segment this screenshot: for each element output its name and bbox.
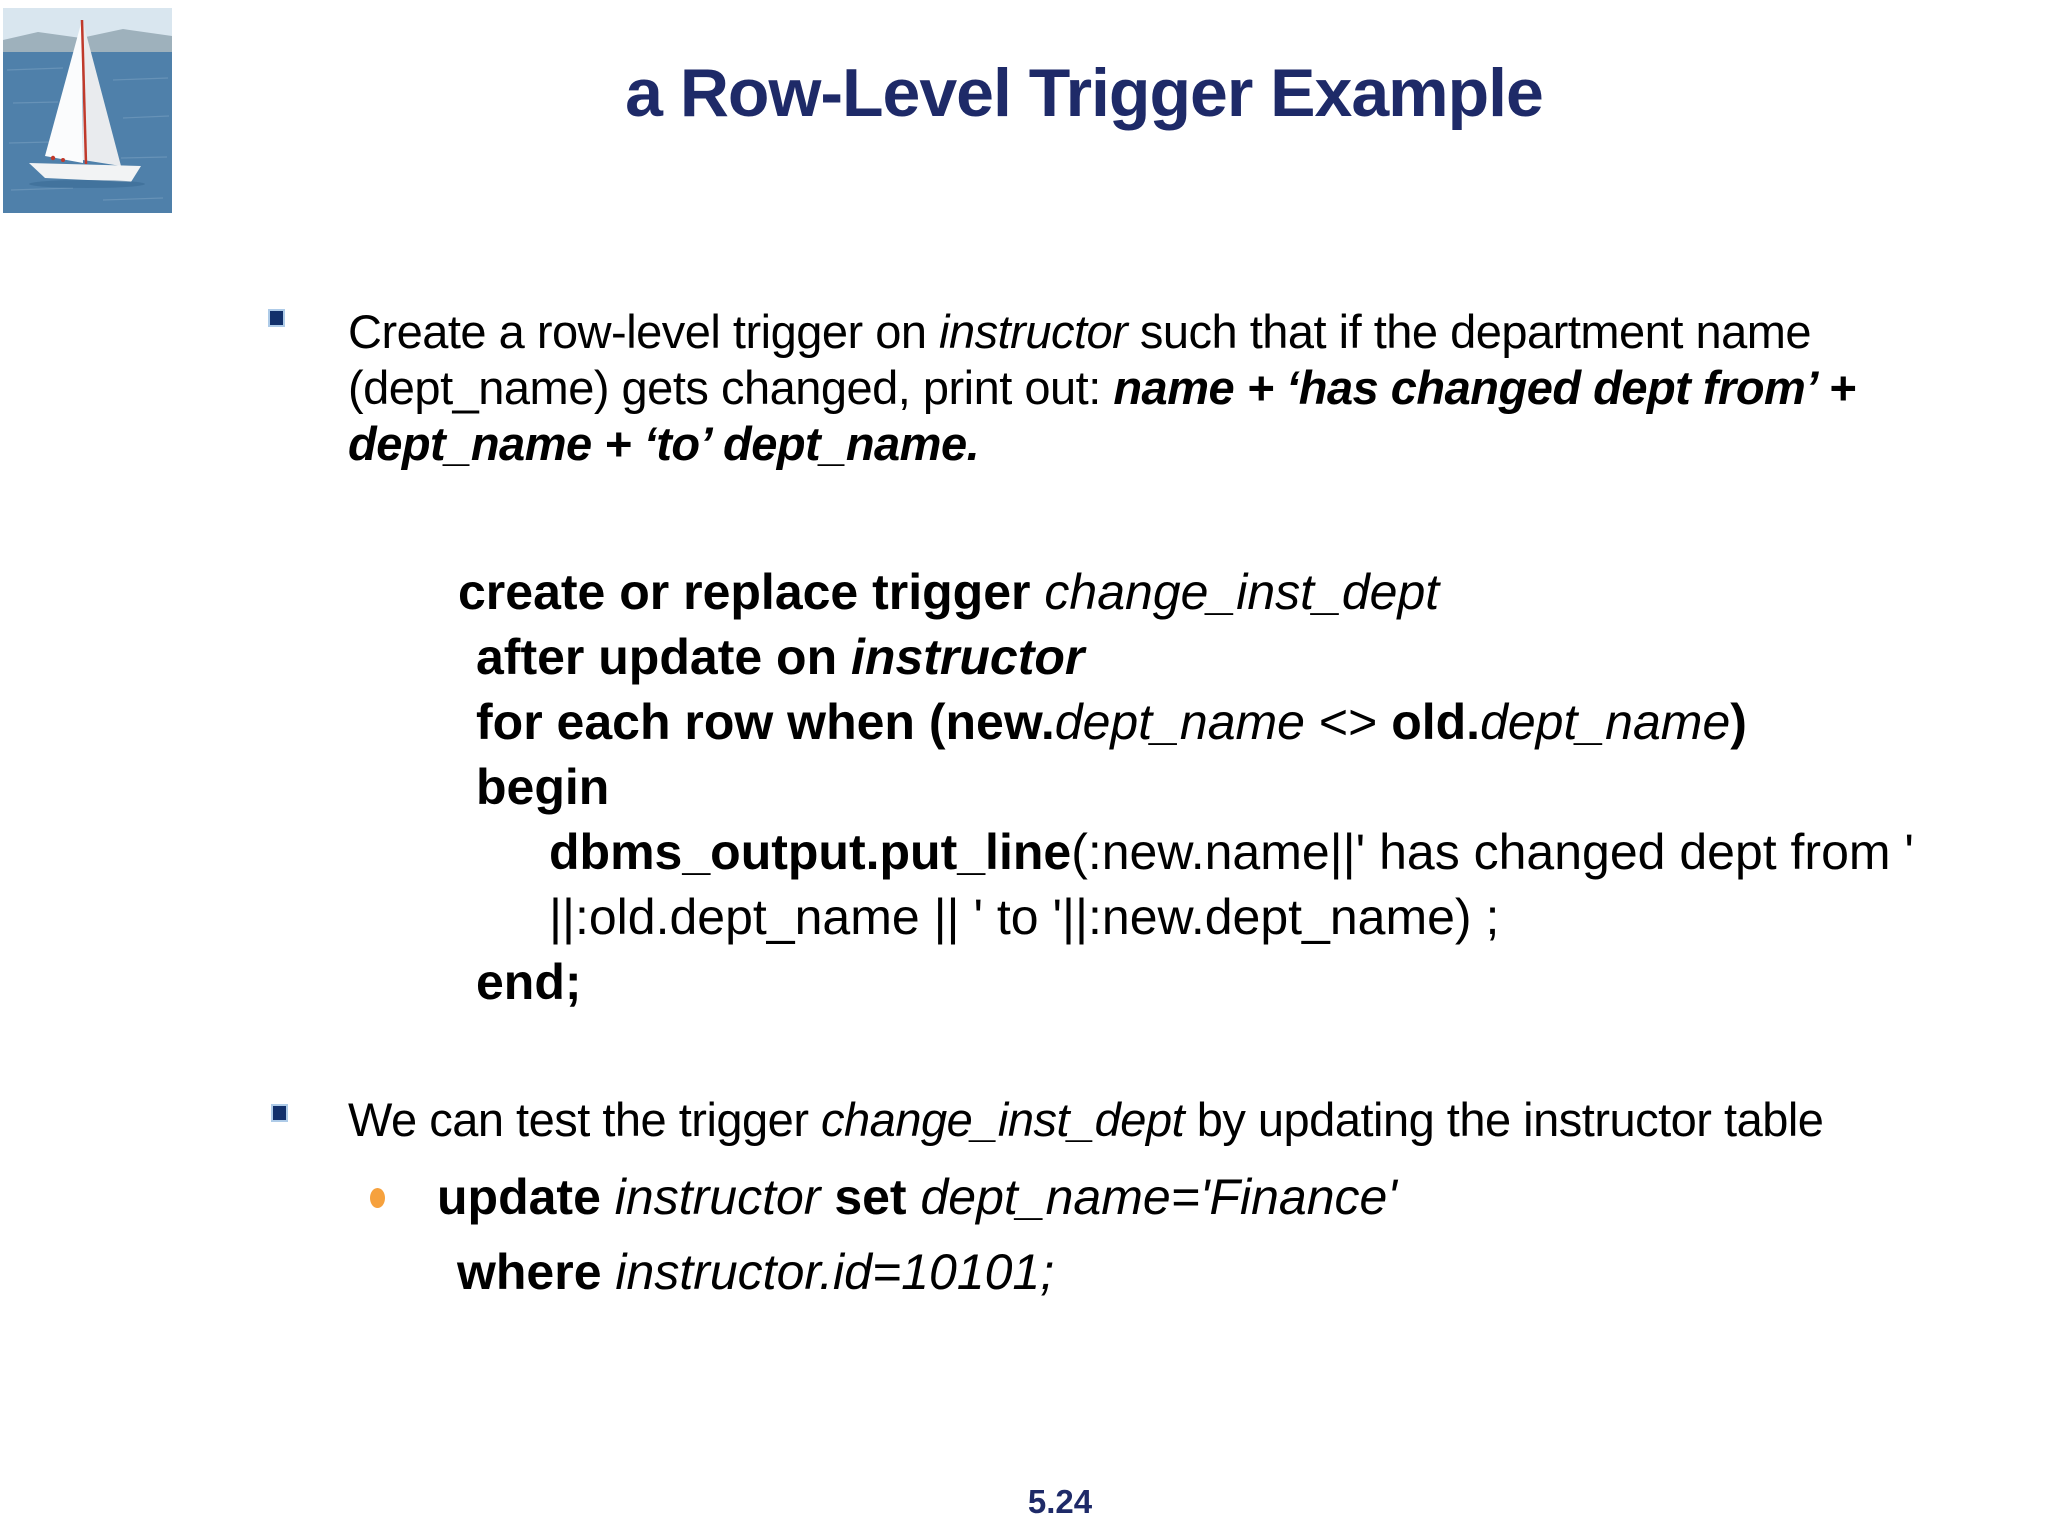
text-run: such that if the department name (1127, 305, 1812, 358)
waterline-shadow (29, 180, 145, 188)
sub-bullet-update: update instructor set dept_name='Finance… (437, 1169, 1397, 1225)
code-line-end: end; (0, 950, 1914, 1015)
bullet-square-icon (271, 1104, 288, 1122)
hull (29, 163, 141, 182)
text-run: dbms_output.put_line (549, 824, 1072, 880)
text-run: old. (1391, 694, 1481, 750)
code-line-for-each-row: for each row when (new.dept_name <> old.… (0, 690, 1914, 755)
text-run: <> (1305, 694, 1392, 750)
text-run: instructor (851, 629, 1085, 685)
code-line-put-line: dbms_output.put_line(:new.name||' has ch… (0, 820, 1914, 885)
text-run: Create a row-level trigger on (348, 305, 940, 358)
text-run: for each row when (new. (476, 694, 1055, 750)
code-line-begin: begin (0, 755, 1914, 820)
text-run: ||:old.dept_name || ' to '||:new.dept_na… (549, 889, 1500, 945)
text-run: where (457, 1244, 616, 1300)
code-line-concat: ||:old.dept_name || ' to '||:new.dept_na… (0, 885, 1914, 950)
text-run: set (834, 1169, 921, 1225)
text-run: dept_name + ‘to’ dept_name. (348, 417, 980, 470)
text-run: by updating the instructor table (1184, 1093, 1824, 1146)
code-block: create or replace trigger change_inst_de… (0, 560, 1914, 1015)
sub-bullet-where: where instructor.id=10101; (457, 1244, 1054, 1300)
bullet-create-trigger: Create a row-level trigger on instructor… (348, 304, 1856, 472)
page-number: 5.24 (1027, 1483, 1093, 1520)
text-run: end; (476, 954, 582, 1010)
text-run: dept_name='Finance' (920, 1169, 1397, 1225)
bullet-square-icon (268, 309, 285, 327)
text-run: name + ‘has changed dept from’ + (1113, 361, 1856, 414)
sailboat-photo (3, 8, 172, 213)
text-run: begin (476, 759, 610, 815)
bullet-test-trigger: We can test the trigger change_inst_dept… (348, 1092, 1824, 1148)
bullet1-line3: dept_name + ‘to’ dept_name. (348, 416, 1856, 472)
text-run: We can test the trigger (348, 1093, 822, 1146)
waves (6, 67, 170, 201)
jib-sail (45, 20, 83, 163)
crew-dot (50, 155, 56, 161)
text-run: instructor (614, 1169, 835, 1225)
text-run: ) (1730, 694, 1747, 750)
bullet-dot-icon (370, 1188, 385, 1208)
bullet1-line1: Create a row-level trigger on instructor… (348, 304, 1856, 360)
text-run: after update on (476, 629, 852, 685)
page-title: a Row-Level Trigger Example (625, 55, 1544, 131)
code-line-create: create or replace trigger change_inst_de… (0, 560, 1914, 625)
text-run: dept_name (1054, 694, 1305, 750)
crew-dot (61, 158, 65, 162)
text-run: (dept_name) gets changed, print out: (348, 361, 1114, 414)
bullet1-line2: (dept_name) gets changed, print out: nam… (348, 360, 1856, 416)
text-run: (:new.name||' has changed dept from ' (1071, 824, 1914, 880)
text-run: dept_name (1480, 694, 1731, 750)
text-run: change_inst_dept (821, 1093, 1185, 1146)
text-run: change_inst_dept (1044, 564, 1440, 620)
text-run: update (437, 1169, 615, 1225)
text-run: instructor.id=10101; (615, 1244, 1055, 1300)
red-stripe (80, 19, 88, 165)
code-line-after-update: after update on instructor (0, 625, 1914, 690)
text-run: create or replace trigger (458, 564, 1045, 620)
main-sail (83, 22, 121, 166)
text-run: instructor (939, 305, 1128, 358)
